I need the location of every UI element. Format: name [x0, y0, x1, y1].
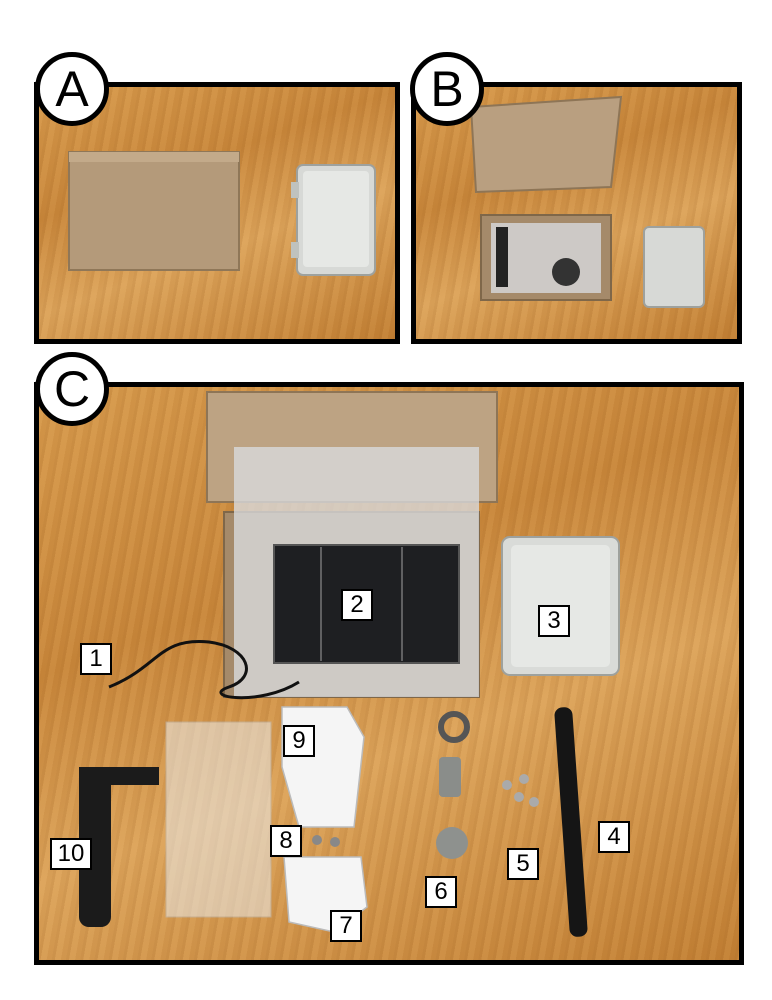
enclosure-hinge-bottom [291, 242, 299, 258]
screw [312, 835, 322, 845]
pole-mount-bracket [79, 767, 159, 785]
pole-mount [79, 767, 111, 927]
cable-gland [439, 757, 461, 797]
panel-label-b: B [410, 52, 484, 126]
part-label-1: 1 [80, 643, 112, 675]
antenna-coil [552, 258, 580, 286]
hardware-nut [502, 780, 512, 790]
hardware-nut [519, 774, 529, 784]
bubble-wrap [491, 223, 601, 293]
mount-in-box [496, 227, 508, 287]
part-label-7: 7 [330, 910, 362, 942]
panel-c-scene [79, 391, 620, 937]
part-label-6: 6 [425, 876, 457, 908]
screw [330, 837, 340, 847]
part-label-5: 5 [507, 848, 539, 880]
part-label-4: 4 [598, 821, 630, 853]
part-label-9: 9 [283, 725, 315, 757]
gland-cap [436, 827, 468, 859]
panel-a-photo [34, 82, 400, 344]
plastic-bag [165, 721, 272, 918]
panel-c-photo [34, 382, 744, 965]
panel-label-c: C [35, 352, 109, 426]
closed-cardboard-box [68, 151, 240, 271]
solar-cable [108, 639, 300, 700]
antenna [554, 707, 588, 937]
panel-b-scene [469, 95, 705, 308]
part-label-3: 3 [538, 605, 570, 637]
part-label-10: 10 [50, 838, 92, 870]
hardware-nut [514, 792, 524, 802]
panel-a-scene [68, 151, 376, 276]
gland-nut [438, 711, 470, 743]
enclosure-lid [303, 171, 369, 267]
hardware-nut [529, 797, 539, 807]
box-lid-edge [69, 152, 239, 162]
panel-b-photo [411, 82, 742, 344]
part-label-8: 8 [270, 825, 302, 857]
panel-label-a: A [35, 52, 109, 126]
open-box-lid [469, 95, 623, 194]
part-label-2: 2 [341, 589, 373, 621]
enclosure-box [643, 226, 705, 308]
enclosure-hinge-top [291, 182, 299, 198]
